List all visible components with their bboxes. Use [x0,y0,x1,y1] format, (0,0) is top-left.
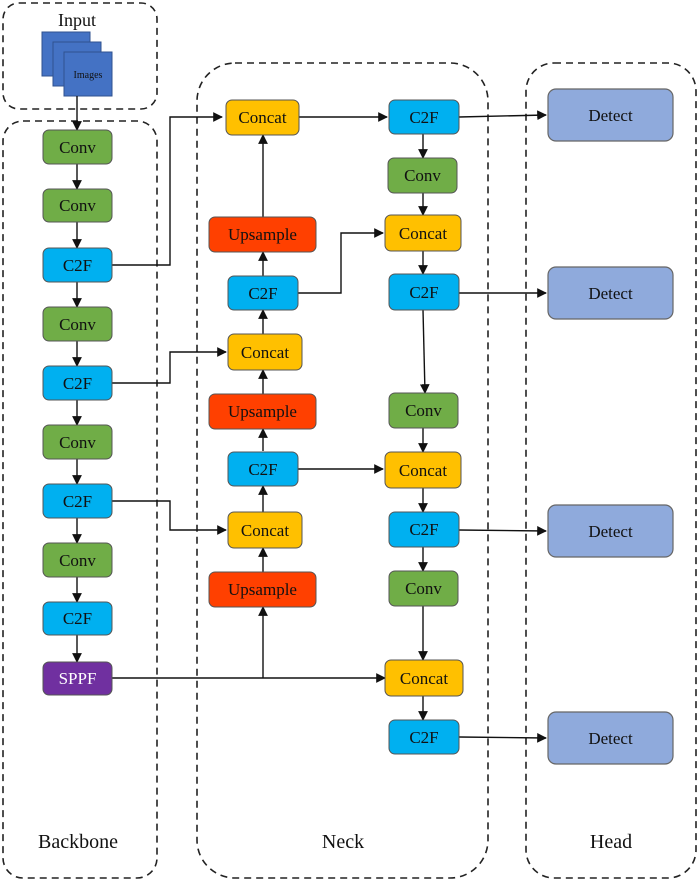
neck-node-concat-top: Concat [225,99,300,136]
neck-node-concat-mid: Concat [227,333,303,371]
edge-c2f-to-detect-3 [458,525,547,536]
svg-text:Detect: Detect [588,522,633,541]
svg-text:Conv: Conv [59,315,96,334]
backbone-column: Conv Conv C2F Conv C2F Conv C2F Conv [42,129,113,696]
svg-text:C2F: C2F [409,728,438,747]
neck-node-concat-r2: Concat [384,451,462,489]
connectors [72,96,547,743]
neck-node-c2f-r3: C2F [388,511,460,548]
neck-node-conv-r2: Conv [388,392,459,429]
svg-text:Concat: Concat [399,224,447,243]
svg-text:C2F: C2F [409,520,438,539]
neck-node-concat-r3: Concat [384,659,464,697]
backbone-node-c2f-4: C2F [42,601,113,636]
images-stack-label: Images [74,70,103,81]
images-stack-icon: Images [41,31,113,97]
svg-text:Upsample: Upsample [228,402,297,421]
edge-right-4 [419,309,430,394]
neck-node-c2f-lower: C2F [227,451,299,487]
svg-text:Conv: Conv [59,138,96,157]
backbone-node-conv-4: Conv [42,424,113,460]
svg-text:SPPF: SPPF [59,669,97,688]
backbone-section-frame [2,120,158,879]
backbone-node-conv-3: Conv [42,306,113,342]
neck-node-c2f-r1: C2F [388,99,460,135]
svg-text:C2F: C2F [248,284,277,303]
svg-text:C2F: C2F [63,609,92,628]
svg-text:Conv: Conv [404,166,441,185]
svg-text:Concat: Concat [241,521,289,540]
svg-text:Conv: Conv [59,196,96,215]
input-section-title: Input [58,10,96,30]
svg-text:Concat: Concat [400,669,448,688]
neck-node-c2f-r4: C2F [388,719,460,755]
svg-text:Upsample: Upsample [228,580,297,599]
neck-node-conv-r1: Conv [387,157,458,194]
neck-node-upsample-2: Upsample [208,393,317,430]
head-node-detect-3: Detect [547,504,674,558]
edge-c2f-to-detect-4 [458,732,547,743]
neck-right-column: C2F Conv Concat C2F Conv Concat C2F Con [384,99,464,755]
backbone-node-conv-2: Conv [42,188,113,223]
svg-text:C2F: C2F [63,374,92,393]
backbone-node-conv-1: Conv [42,129,113,165]
svg-text:Conv: Conv [405,401,442,420]
head-column: Detect Detect Detect Detect [547,88,674,765]
edge-c2f2-to-concat-mid [112,347,227,384]
backbone-node-c2f-3: C2F [42,483,113,519]
neck-node-concat-r1: Concat [384,214,462,252]
backbone-node-conv-5: Conv [42,542,113,578]
svg-text:C2F: C2F [409,108,438,127]
svg-text:Concat: Concat [238,108,286,127]
svg-text:C2F: C2F [248,460,277,479]
svg-text:C2F: C2F [63,256,92,275]
neck-section-frame [196,62,489,879]
edge-c2f3-to-concat-low [112,500,227,535]
svg-text:Detect: Detect [588,106,633,125]
neck-node-c2f-r2: C2F [388,273,460,311]
head-section-title: Head [590,831,632,853]
neck-node-upsample-3: Upsample [208,571,317,608]
svg-text:Conv: Conv [59,551,96,570]
svg-text:Conv: Conv [405,579,442,598]
svg-text:C2F: C2F [409,283,438,302]
edge-c2f-upper-to-concat [298,228,384,294]
backbone-node-c2f-1: C2F [42,247,113,283]
neck-section-title: Neck [322,831,364,853]
neck-left-column: Concat Upsample C2F Concat Upsample C2F … [208,99,317,608]
svg-text:Detect: Detect [588,284,633,303]
neck-node-conv-r3: Conv [388,570,459,607]
backbone-node-sppf: SPPF [42,661,113,696]
svg-text:Concat: Concat [241,343,289,362]
backbone-section-title: Backbone [38,831,118,853]
head-node-detect-1: Detect [547,88,674,142]
head-node-detect-2: Detect [547,266,674,320]
svg-text:Concat: Concat [399,461,447,480]
head-node-detect-4: Detect [547,711,674,765]
edge-c2f1-to-concat-top [112,112,223,266]
neck-node-upsample-1: Upsample [208,216,317,253]
svg-text:C2F: C2F [63,492,92,511]
svg-text:Detect: Detect [588,729,633,748]
backbone-node-c2f-2: C2F [42,365,113,401]
svg-text:Conv: Conv [59,433,96,452]
edge-c2f-to-detect-1 [458,110,547,121]
svg-text:Upsample: Upsample [228,225,297,244]
neck-node-concat-low: Concat [227,511,303,549]
input-section-frame [2,2,158,110]
neck-node-c2f-upper: C2F [227,275,299,311]
